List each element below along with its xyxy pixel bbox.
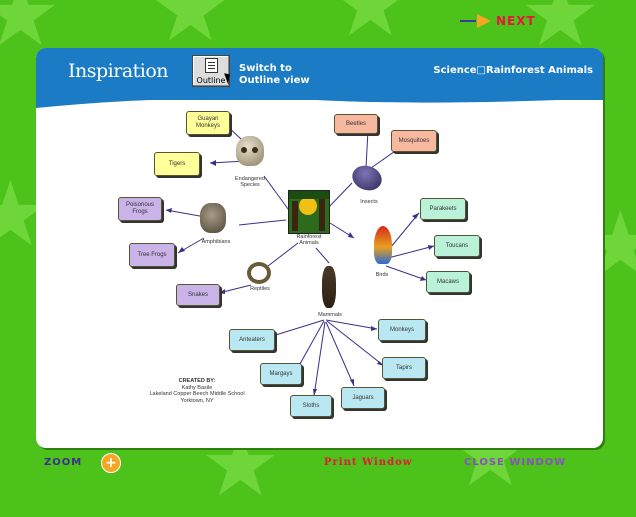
macaws-node[interactable]: Macaws	[426, 271, 470, 293]
tree-frogs-node[interactable]: Tree Frogs	[129, 243, 175, 267]
tree-shape	[292, 201, 298, 231]
zoom-label[interactable]: ZOOM	[44, 457, 82, 468]
center-topic-label: Rainforest Animals	[286, 234, 332, 246]
beetles-node[interactable]: Beetles	[334, 114, 378, 134]
toucans-node[interactable]: Toucans	[434, 235, 480, 257]
next-label: NEXT	[496, 14, 536, 28]
tapirs-node[interactable]: Tapirs	[382, 357, 426, 379]
poisonous-frogs-node[interactable]: Poisonous Frogs	[118, 197, 162, 221]
birds-label: Birds	[370, 272, 394, 278]
endangered-line-2: Species	[230, 182, 270, 188]
amphibians-label: Amphibians	[196, 239, 236, 245]
mosquitoes-node[interactable]: Mosquitoes	[391, 130, 437, 152]
jaguars-node[interactable]: Jaguars	[341, 387, 385, 409]
endangered-species-label: Endangered Species	[230, 176, 270, 188]
sun-shape	[299, 197, 317, 215]
parrot-icon[interactable]	[374, 226, 392, 264]
close-window-button[interactable]: CLOSE WINDOW	[464, 457, 566, 468]
next-arrow-shaft	[460, 20, 476, 22]
anteaters-node[interactable]: Anteaters	[229, 329, 275, 351]
insects-label: Insects	[354, 199, 384, 205]
snakes-node[interactable]: Snakes	[176, 284, 220, 306]
center-topic-image[interactable]	[288, 190, 330, 234]
print-window-button[interactable]: Print Window	[324, 457, 412, 468]
zoom-in-button[interactable]: +	[101, 453, 121, 473]
credits-place: Yorktown, NY	[132, 398, 262, 405]
sloths-node[interactable]: Sloths	[290, 395, 332, 417]
connector-lines	[36, 48, 603, 448]
reptiles-label: Reptiles	[245, 286, 275, 292]
monkeys-node[interactable]: Monkeys	[378, 319, 426, 341]
foliage-shape	[289, 191, 329, 199]
center-label-line-2: Animals	[286, 240, 332, 246]
arrow-right-icon	[477, 14, 491, 28]
monkey-icon[interactable]	[322, 266, 336, 308]
concept-map-window: Inspiration Outline Switch to Outline vi…	[36, 48, 603, 448]
credits-school: Lakeland Copper Beech Middle School	[132, 391, 262, 398]
credits-block: CREATED BY: Kathy Basile Lakeland Copper…	[132, 378, 262, 404]
next-button[interactable]: NEXT	[460, 14, 536, 28]
margays-node[interactable]: Margays	[260, 363, 302, 385]
snake-icon[interactable]	[247, 262, 271, 284]
tree-shape	[319, 199, 325, 231]
tigers-node[interactable]: Tigers	[154, 152, 200, 176]
guyan-monkeys-node[interactable]: Guayan Monkeys	[186, 111, 230, 135]
background-star: ★	[150, 0, 231, 55]
parakeets-node[interactable]: Parakeets	[420, 198, 466, 220]
background-star: ★	[330, 0, 411, 50]
frog-icon[interactable]	[200, 203, 226, 233]
skull-icon[interactable]	[236, 136, 264, 166]
mammals-label: Mammals	[312, 312, 348, 318]
